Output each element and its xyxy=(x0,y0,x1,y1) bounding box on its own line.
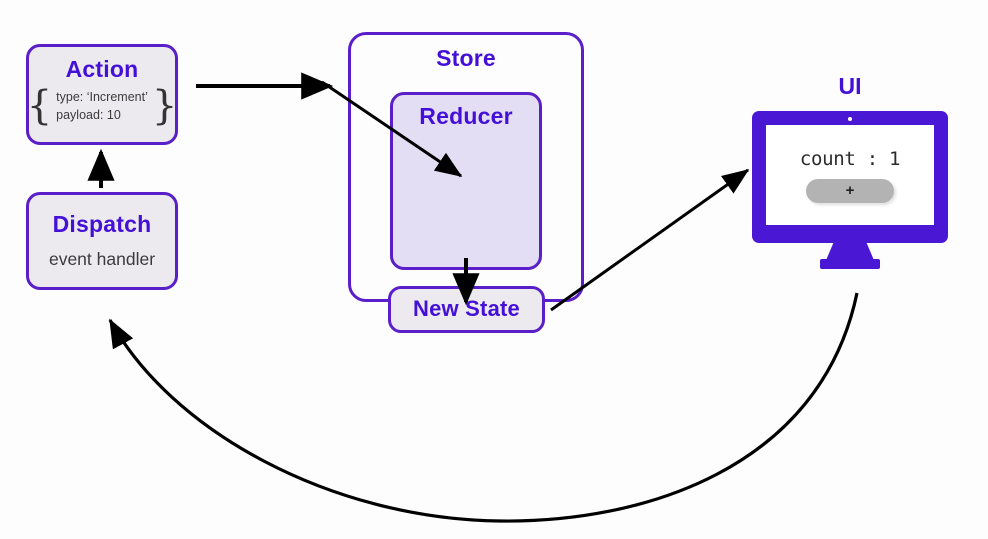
action-payload-line-type: type: ‘Increment’ xyxy=(56,90,148,105)
ui-label: UI xyxy=(838,73,862,99)
reducer-node: Reducer xyxy=(390,92,542,270)
new-state-node: New State xyxy=(388,286,545,333)
dispatch-title: Dispatch xyxy=(52,210,152,237)
reducer-title: Reducer xyxy=(419,103,513,129)
monitor-screen: count : 1 + xyxy=(766,125,934,225)
store-title: Store xyxy=(436,45,496,71)
action-payload-line-payload: payload: 10 xyxy=(56,107,121,122)
action-payload: { type: ‘Increment’ payload: 10 } xyxy=(26,83,178,130)
dispatch-node: Dispatch event handler xyxy=(26,192,178,290)
brace-close-icon: } xyxy=(151,83,178,130)
monitor-graphic: count : 1 + xyxy=(752,111,948,243)
increment-button[interactable]: + xyxy=(806,178,894,203)
monitor-base xyxy=(820,259,880,269)
action-title: Action xyxy=(65,56,139,82)
camera-dot-icon xyxy=(848,117,852,121)
count-display: count : 1 xyxy=(799,147,901,170)
action-node: Action { type: ‘Increment’ payload: 10 } xyxy=(26,44,178,145)
dispatch-subtitle: event handler xyxy=(48,249,156,270)
action-payload-lines: type: ‘Increment’ payload: 10 xyxy=(56,89,148,124)
brace-open-icon: { xyxy=(26,83,53,130)
new-state-title: New State xyxy=(413,296,520,322)
